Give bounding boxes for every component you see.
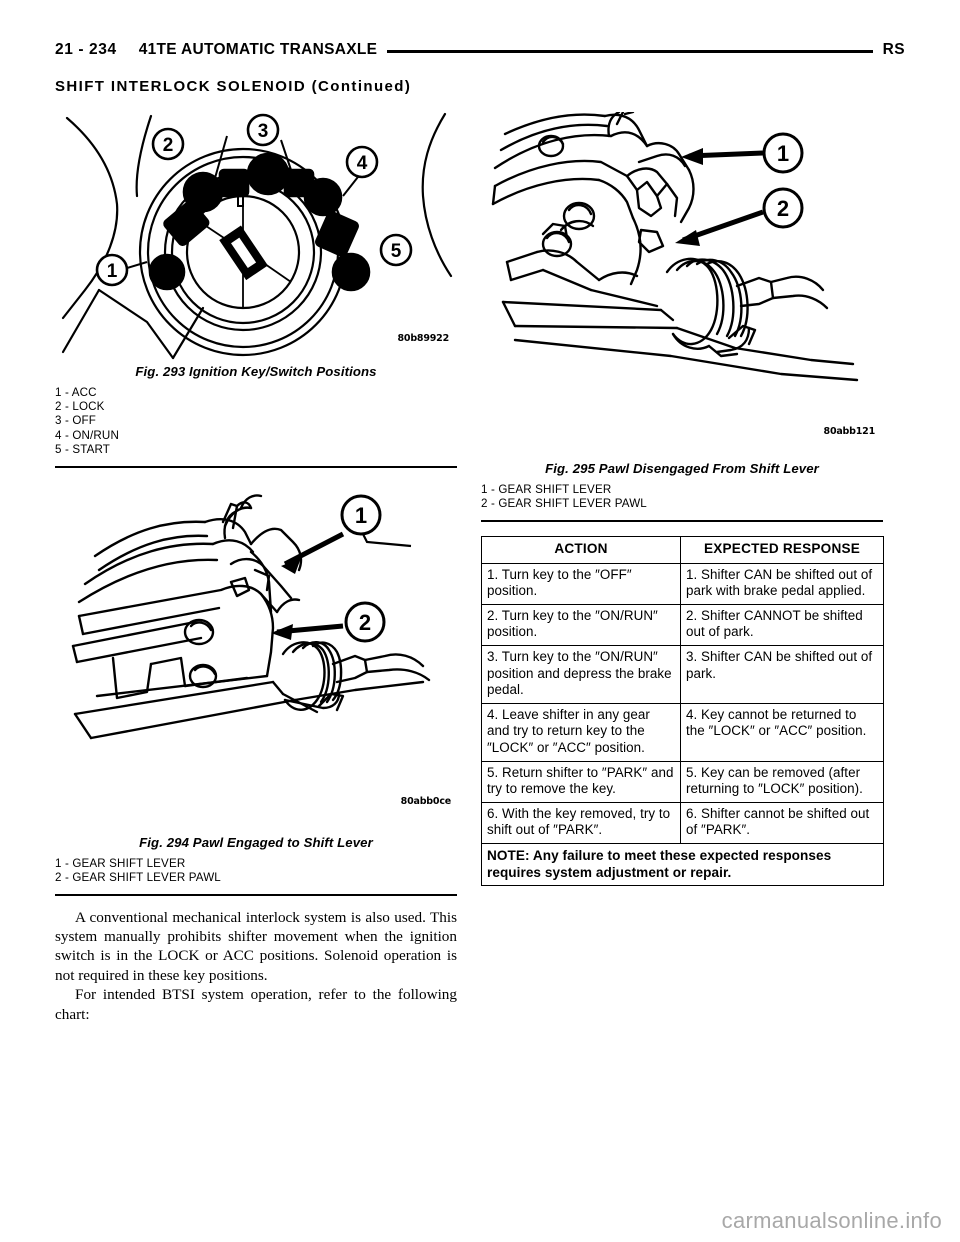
table-row: 6. With the key removed, try to shift ou…: [481, 801, 884, 844]
figure-294-caption: Fig. 294 Pawl Engaged to Shift Lever: [139, 834, 373, 850]
table-note-row: NOTE: Any failure to meet these expected…: [481, 842, 884, 886]
action-cell: 3. Turn key to the ″ON/RUN″ position and…: [481, 644, 681, 704]
callout-item: 2 - LOCK: [55, 400, 105, 414]
table-note: NOTE: Any failure to meet these expected…: [481, 842, 884, 886]
pawl-disengaged-illustration: 1 2: [491, 112, 859, 382]
callout-item: 2 - GEAR SHIFT LEVER PAWL: [55, 870, 221, 884]
figure-293-divider: [55, 466, 457, 468]
table-row: 4. Leave shifter in any gear and try to …: [481, 702, 884, 762]
figure-294-art-code: 80abb0ce: [400, 795, 452, 807]
callout-item: 1 - GEAR SHIFT LEVER: [481, 483, 612, 496]
column-header-action: ACTION: [481, 536, 681, 564]
left-column: 1 2 3 4 5 8: [55, 112, 457, 1024]
action-cell: 1. Turn key to the ″OFF″ position.: [481, 562, 681, 605]
callout-bubble-5: 5: [379, 233, 413, 267]
figure-295-art-code: 80abb121: [823, 426, 876, 437]
pawl-engaged-illustration: 1 2: [71, 493, 431, 739]
figure-293-callout-list: 1 - ACC 2 - LOCK 3 - OFF 4 - ON/RUN 5 - …: [55, 386, 457, 457]
response-cell: 2. Shifter CANNOT be shifted out of park…: [680, 603, 884, 646]
svg-text:2: 2: [777, 196, 789, 221]
figure-294-artwork: 1 2 80abb0ce: [55, 486, 457, 831]
table-row: 2. Turn key to the ″ON/RUN″ position. 2.…: [481, 603, 884, 646]
callout-bubble-2: 2: [151, 127, 185, 161]
response-cell: 6. Shifter cannot be shifted out of ″PAR…: [680, 801, 884, 844]
action-cell: 6. With the key removed, try to shift ou…: [481, 801, 681, 844]
callout-bubble-4: 4: [345, 145, 379, 179]
figure-294-divider: [55, 894, 457, 896]
svg-text:3: 3: [258, 121, 269, 142]
figure-293-artwork: 1 2 3 4 5 8: [55, 112, 457, 360]
btsi-operation-table: ACTION EXPECTED RESPONSE 1. Turn key to …: [481, 536, 884, 886]
leader-arrow-1: [681, 148, 764, 165]
column-header-expected-response: EXPECTED RESPONSE: [680, 536, 884, 564]
callout-bubble-3: 3: [246, 113, 280, 147]
body-paragraph-1: A conventional mechanical interlock syst…: [55, 908, 457, 984]
response-cell: 3. Shifter CAN be shifted out of park.: [680, 644, 884, 704]
leader-arrow-2: [675, 209, 764, 246]
callout-item: 5 - START: [55, 442, 111, 456]
table-header-row: ACTION EXPECTED RESPONSE: [481, 536, 884, 564]
book-code: RS: [882, 41, 905, 58]
svg-text:2: 2: [163, 135, 174, 156]
figure-293: 1 2 3 4 5 8: [55, 112, 457, 468]
svg-text:4: 4: [357, 153, 368, 174]
action-cell: 2. Turn key to the ″ON/RUN″ position.: [481, 603, 681, 646]
figure-295-artwork: 1 2 80abb121: [481, 112, 883, 457]
figure-295: 1 2 80abb121 Fig. 295 Pawl Disengaged Fr…: [481, 112, 883, 522]
svg-text:1: 1: [777, 141, 789, 166]
svg-text:2: 2: [359, 610, 371, 635]
leader-arrow-1: [281, 531, 345, 574]
table-row: 3. Turn key to the ″ON/RUN″ position and…: [481, 644, 884, 704]
action-cell: 4. Leave shifter in any gear and try to …: [481, 702, 681, 762]
action-cell: 5. Return shifter to ″PARK″ and try to r…: [481, 760, 681, 803]
callout-item: 1 - GEAR SHIFT LEVER: [55, 856, 186, 870]
response-cell: 5. Key can be removed (after returning t…: [680, 760, 884, 803]
figure-295-caption: Fig. 295 Pawl Disengaged From Shift Leve…: [545, 461, 819, 476]
table-row: 1. Turn key to the ″OFF″ position. 1. Sh…: [481, 562, 884, 605]
page-header: 21 - 234 41TE AUTOMATIC TRANSAXLE RS: [55, 38, 905, 62]
svg-text:1: 1: [107, 261, 118, 282]
section-title: SHIFT INTERLOCK SOLENOID (Continued): [55, 78, 412, 95]
callout-item: 2 - GEAR SHIFT LEVER PAWL: [481, 497, 647, 511]
response-cell: 4. Key cannot be returned to the ″LOCK″ …: [680, 702, 884, 762]
figure-293-caption: Fig. 293 Ignition Key/Switch Positions: [135, 364, 377, 379]
callout-item: 4 - ON/RUN: [55, 428, 119, 442]
figure-294: 1 2 80abb0ce Fig. 294 Pawl Engaged to Sh…: [55, 486, 457, 896]
callout-bubble-1: 1: [762, 132, 804, 174]
response-cell: 1. Shifter CAN be shifted out of park wi…: [680, 562, 884, 605]
site-watermark: carmanualsonline.info: [721, 1208, 942, 1233]
header-rule: [387, 49, 873, 53]
callout-bubble-2: 2: [762, 187, 804, 229]
figure-295-callout-list: 1 - GEAR SHIFT LEVER 2 - GEAR SHIFT LEVE…: [481, 483, 883, 511]
ignition-switch-illustration: 1 2 3 4 5: [61, 112, 453, 360]
figure-293-art-code: 80b89922: [397, 333, 450, 344]
callout-bubble-1: 1: [340, 494, 382, 536]
right-column: 1 2 80abb121 Fig. 295 Pawl Disengaged Fr…: [481, 112, 884, 886]
leader-arrow-2: [271, 623, 344, 640]
body-paragraph-2: For intended BTSI system operation, refe…: [55, 986, 457, 1023]
body-copy: A conventional mechanical interlock syst…: [55, 908, 457, 1024]
callout-bubble-1: 1: [95, 253, 148, 287]
chapter-title: 41TE AUTOMATIC TRANSAXLE: [138, 41, 378, 58]
page-number: 21 - 234: [55, 41, 117, 58]
callout-bubble-2: 2: [344, 601, 386, 643]
svg-text:5: 5: [391, 241, 402, 262]
figure-294-callout-list: 1 - GEAR SHIFT LEVER 2 - GEAR SHIFT LEVE…: [55, 857, 457, 885]
svg-text:1: 1: [355, 503, 367, 528]
callout-item: 3 - OFF: [55, 414, 96, 428]
table-row: 5. Return shifter to ″PARK″ and try to r…: [481, 760, 884, 803]
figure-295-divider: [481, 520, 883, 522]
callout-item: 1 - ACC: [55, 386, 97, 399]
